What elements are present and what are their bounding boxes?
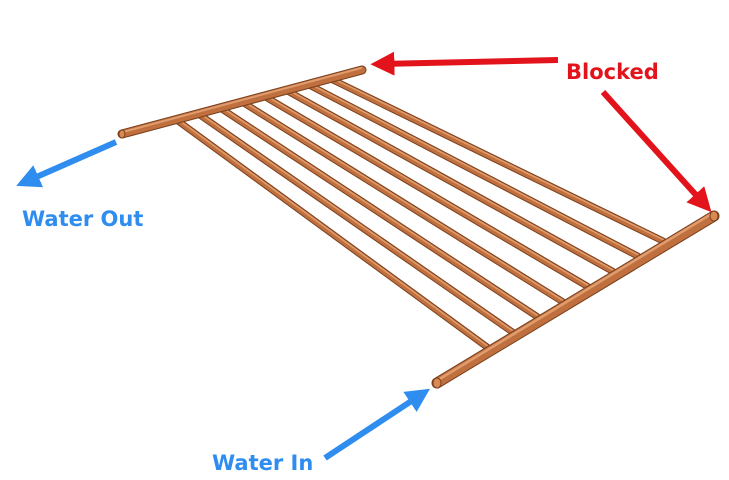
- riser-pipe: [310, 83, 639, 256]
- riser-pipe: [175, 118, 490, 350]
- water-out-arrow: [16, 139, 118, 188]
- riser-pipe: [243, 101, 564, 301]
- water-out-label: Water Out: [22, 207, 143, 231]
- blocked-arrows: [370, 51, 712, 213]
- blocked-label: Blocked: [566, 60, 659, 84]
- riser-pipe: [219, 106, 540, 320]
- bottom-header-pipe: [431, 210, 720, 389]
- water-in-label: Water In: [212, 451, 313, 475]
- blocked-arrow-right: [600, 89, 712, 213]
- riser-pipe: [177, 118, 488, 347]
- riser-pipe: [330, 77, 666, 244]
- blocked-arrow-top: [370, 51, 559, 76]
- riser-pipe: [199, 112, 513, 332]
- riser-pipe: [197, 112, 515, 335]
- riser-pipe: [241, 100, 565, 305]
- top-header-pipe: [117, 65, 367, 139]
- water-arrows: [16, 139, 431, 461]
- riser-pipe: [308, 83, 641, 259]
- riser-pipe: [265, 95, 589, 286]
- riser-pipe: [221, 107, 539, 316]
- riser-pipe: [287, 89, 614, 271]
- riser-pipes: [174, 76, 667, 351]
- riser-pipe: [332, 77, 664, 241]
- water-in-arrow: [323, 388, 431, 461]
- riser-pipe: [286, 89, 616, 274]
- riser-pipe: [264, 95, 591, 289]
